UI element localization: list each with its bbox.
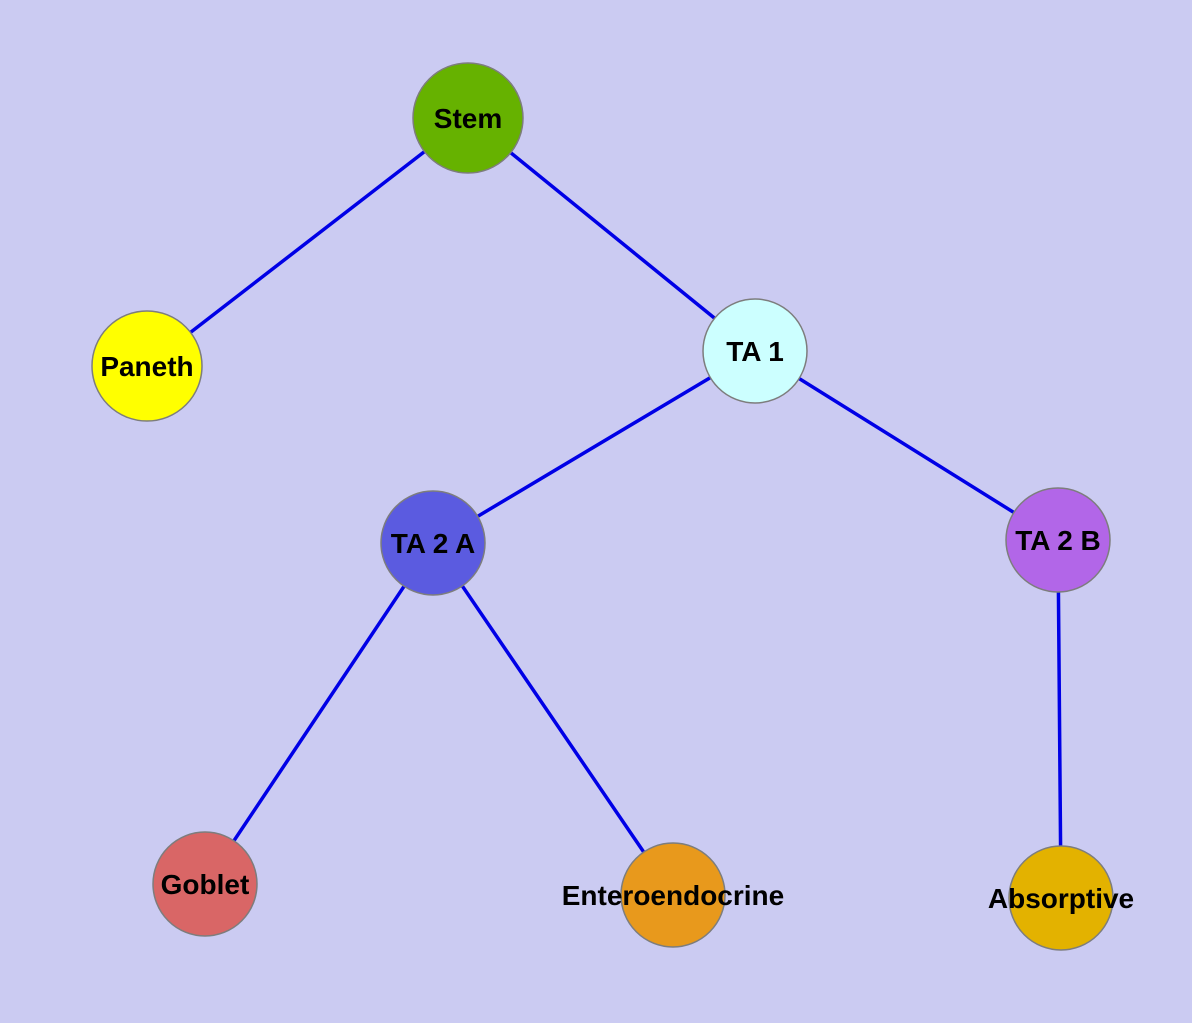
node-circle-ta2a[interactable] — [380, 490, 486, 596]
node-goblet[interactable]: Goblet — [152, 831, 258, 937]
edge-ta1-ta2b — [753, 349, 1060, 542]
node-circle-absorptive[interactable] — [1008, 845, 1114, 951]
edge-stem-ta1 — [466, 116, 757, 353]
node-circle-enteroendocrine[interactable] — [620, 842, 726, 948]
edge-ta2a-goblet — [203, 541, 435, 886]
node-circle-paneth[interactable] — [91, 310, 203, 422]
edge-ta1-ta2a — [431, 349, 757, 545]
edge-ta2a-enteroendocrine — [431, 541, 675, 897]
node-stem[interactable]: Stem — [412, 62, 524, 174]
node-circle-goblet[interactable] — [152, 831, 258, 937]
node-ta2a[interactable]: TA 2 A — [380, 490, 486, 596]
node-paneth[interactable]: Paneth — [91, 310, 203, 422]
node-circle-ta1[interactable] — [702, 298, 808, 404]
edge-ta2b-absorptive — [1056, 538, 1063, 900]
edge-stem-paneth — [145, 116, 470, 368]
node-ta1[interactable]: TA 1 — [702, 298, 808, 404]
node-circle-ta2b[interactable] — [1005, 487, 1111, 593]
node-ta2b[interactable]: TA 2 B — [1005, 487, 1111, 593]
node-circle-stem[interactable] — [412, 62, 524, 174]
